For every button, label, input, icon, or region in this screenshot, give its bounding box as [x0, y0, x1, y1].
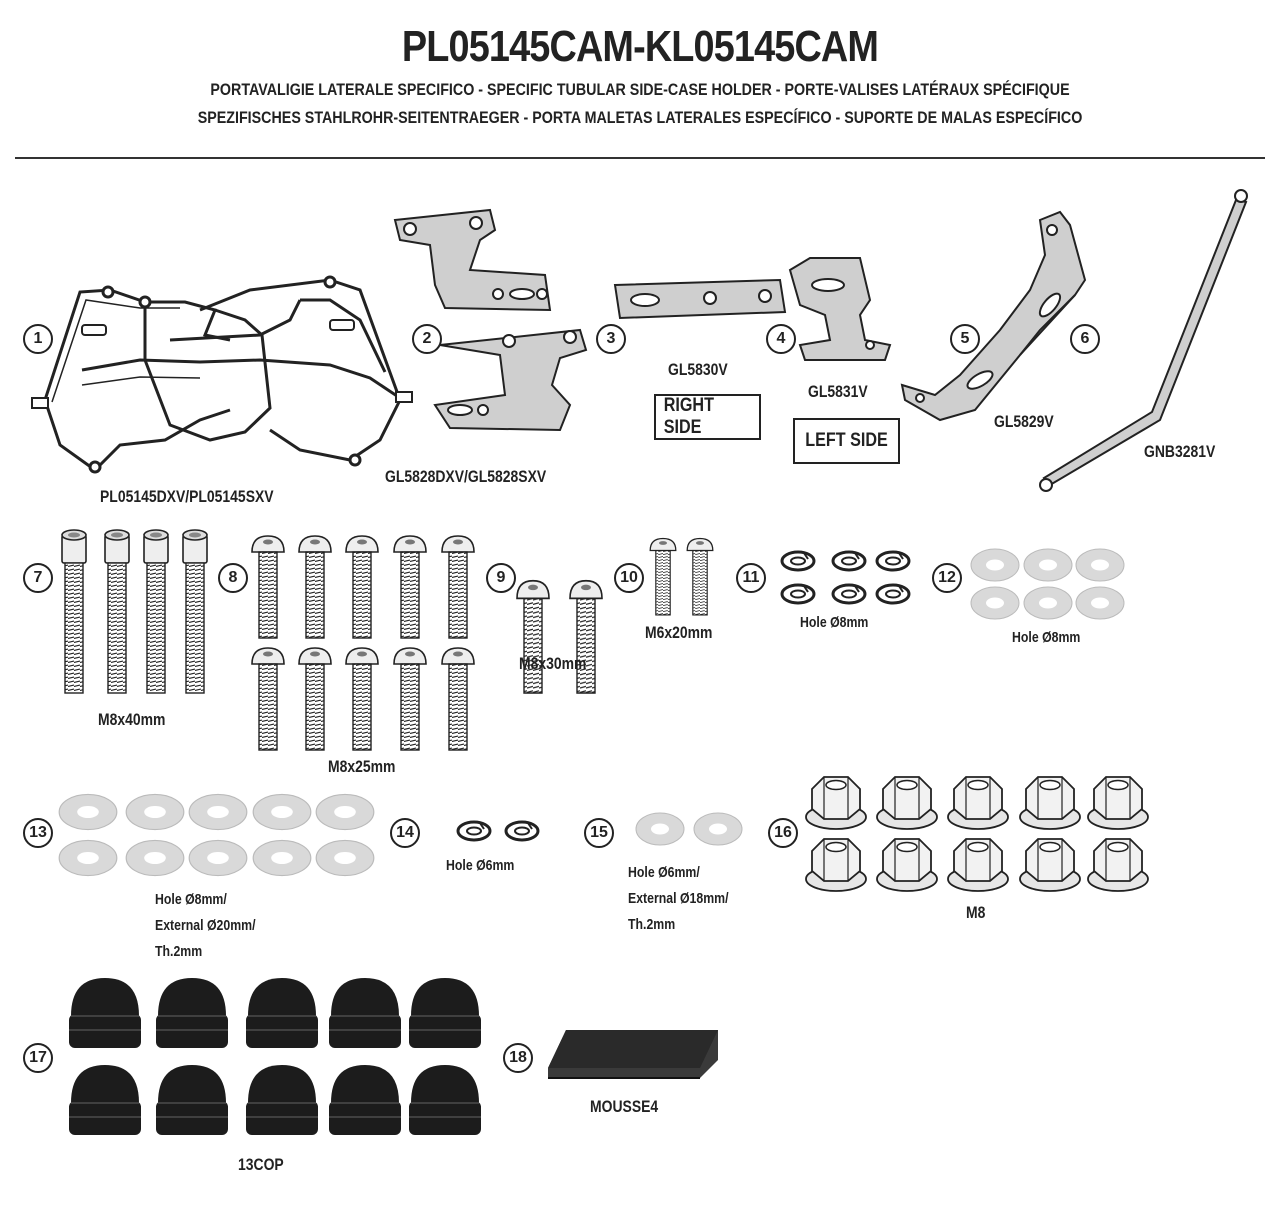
part-label-13-line1: Hole Ø8mm/	[155, 891, 227, 908]
bracket-4-drawing	[788, 257, 892, 361]
side-label-left: LEFT SIDE	[805, 430, 888, 451]
part-label-12: Hole Ø8mm	[1012, 629, 1081, 646]
bolts-m6x20-drawing	[649, 537, 714, 616]
part-label-18: MOUSSE4	[590, 1097, 659, 1116]
part-number-7: 7	[23, 563, 53, 593]
part-label-1: PL05145DXV/PL05145SXV	[100, 487, 274, 506]
part-number-11: 11	[736, 563, 766, 593]
part-number-8: 8	[218, 563, 248, 593]
part-number-14: 14	[390, 818, 420, 848]
washers-hole8-drawing	[970, 548, 1125, 620]
part-number-1: 1	[23, 324, 53, 354]
part-label-2: GL5828DXV/GL5828SXV	[385, 467, 547, 486]
bolts-m8x30-drawing	[516, 579, 603, 694]
part-number-15: 15	[584, 818, 614, 848]
part-number-4: 4	[766, 324, 796, 354]
part-label-13-line3: Th.2mm	[155, 943, 203, 960]
caps-13cop-drawing	[68, 977, 482, 1136]
header-divider	[15, 157, 1265, 159]
lock-washers-hole6-drawing	[456, 820, 540, 842]
part-label-9: M8x30mm	[519, 654, 587, 673]
part-label-16: M8	[966, 903, 986, 922]
part-number-10: 10	[614, 563, 644, 593]
part-number-13: 13	[23, 818, 53, 848]
lock-washers-hole8-drawing	[780, 550, 911, 605]
part-number-2: 2	[412, 324, 442, 354]
nuts-m8-drawing	[805, 776, 1149, 892]
bolts-m8x40-drawing	[61, 529, 208, 694]
part-label-15-line1: Hole Ø6mm/	[628, 864, 700, 881]
bolts-m8x25-drawing	[251, 535, 475, 751]
part-label-13-line2: External Ø20mm/	[155, 917, 256, 934]
subtitle-line-2: SPEZIFISCHES STAHLROHR-SEITENTRAEGER - P…	[197, 108, 1083, 127]
part-number-17: 17	[23, 1043, 53, 1073]
part-number-18: 18	[503, 1043, 533, 1073]
part-label-14: Hole Ø6mm	[446, 857, 515, 874]
part-number-6: 6	[1070, 324, 1100, 354]
part-label-15-line3: Th.2mm	[628, 916, 676, 933]
part-label-6: GNB3281V	[1144, 442, 1216, 461]
washers-18mm-drawing	[635, 812, 743, 846]
part-label-4: GL5831V	[808, 382, 868, 401]
part-label-8: M8x25mm	[328, 757, 396, 776]
part-label-17: 13COP	[238, 1155, 284, 1174]
part-label-11: Hole Ø8mm	[800, 614, 869, 631]
part-label-7: M8x40mm	[98, 710, 166, 729]
part-number-9: 9	[486, 563, 516, 593]
strut-6-drawing	[1039, 189, 1248, 492]
plate-3-drawing	[613, 278, 787, 320]
foam-pad-drawing	[548, 1030, 718, 1079]
side-label-right: RIGHT SIDE	[663, 395, 714, 438]
subtitle-line-1: PORTAVALIGIE LATERALE SPECIFICO - SPECIF…	[210, 80, 1070, 99]
part-number-5: 5	[950, 324, 980, 354]
part-number-3: 3	[596, 324, 626, 354]
side-frame-drawing	[31, 275, 413, 474]
part-label-5: GL5829V	[994, 412, 1054, 431]
part-label-10: M6x20mm	[645, 623, 713, 642]
bracket-2-drawing	[393, 208, 588, 432]
washers-20mm-drawing	[58, 793, 375, 877]
part-label-3: GL5830V	[668, 360, 728, 379]
bracket-5-drawing	[900, 210, 1087, 422]
part-number-12: 12	[932, 563, 962, 593]
page-title: PL05145CAM-KL05145CAM	[401, 22, 879, 71]
part-label-15-line2: External Ø18mm/	[628, 890, 729, 907]
side-box-left: LEFT SIDE	[793, 418, 900, 464]
side-box-right: RIGHT SIDE	[654, 394, 761, 440]
part-number-16: 16	[768, 818, 798, 848]
